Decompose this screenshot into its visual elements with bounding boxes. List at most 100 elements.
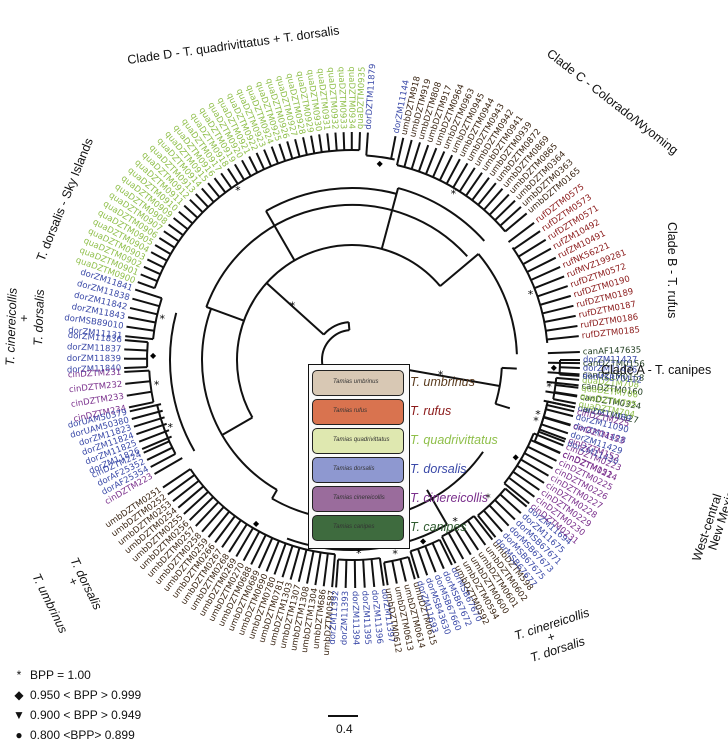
branch [272, 490, 277, 499]
tip-label: cinDZTM231 [68, 368, 122, 381]
branch [426, 148, 436, 174]
ud-label-1: T. umbrinus [29, 571, 70, 635]
branch [249, 156, 257, 172]
branch [299, 550, 307, 582]
branch [264, 150, 271, 167]
branch [418, 549, 427, 575]
branch [391, 136, 395, 159]
branch [272, 147, 278, 164]
species-swatch: Tamias dorsalis [312, 457, 404, 483]
branch [505, 213, 526, 231]
branch [544, 316, 575, 322]
clade-a-label: Clade A - T. canipes [601, 363, 711, 377]
branch [349, 322, 350, 330]
branch [468, 521, 486, 545]
swatch-caption: Tamias rufus [333, 408, 367, 414]
branch [517, 466, 544, 483]
branch [221, 173, 231, 188]
asterisk-icon: * [12, 668, 26, 682]
branch [344, 132, 345, 150]
branch [184, 206, 197, 218]
tip-label: dorZM11839 [67, 354, 121, 364]
branch [244, 532, 260, 561]
branch [397, 138, 403, 165]
branch [169, 225, 183, 236]
branch [196, 502, 219, 526]
swatch-caption: Tamias umbrinus [333, 379, 378, 385]
clade-d-label: Clade D - T. quadrivittatus + T. dorsali… [126, 23, 340, 67]
swatch-caption: Tamias canipes [333, 524, 374, 530]
branch [202, 507, 224, 532]
tip-label: dorZM11394 [350, 591, 361, 645]
branch [502, 368, 517, 369]
branch [163, 469, 190, 487]
branch [206, 307, 244, 321]
branch [546, 326, 578, 331]
species-name: T. umbrinus [410, 375, 475, 389]
branch [295, 139, 299, 156]
asterisk-icon: * [451, 188, 457, 201]
clade-c-label: Clade C - Colorado/Wyoming [544, 46, 681, 157]
branch [209, 512, 230, 538]
branch [132, 411, 163, 419]
branch [125, 336, 153, 339]
branch [159, 238, 174, 248]
branch [324, 553, 328, 586]
bpp-legend-row: *BPP = 1.00 [12, 668, 91, 682]
branch [366, 133, 368, 156]
branch [151, 252, 167, 261]
branch [524, 453, 552, 468]
branch [155, 458, 183, 474]
branch [215, 516, 235, 542]
branch [537, 286, 567, 296]
species-swatch: Tamias canipes [312, 515, 404, 541]
branch [242, 160, 251, 176]
branch [124, 367, 147, 368]
branch [279, 144, 285, 161]
branch [174, 218, 188, 229]
branch [556, 378, 579, 380]
cd-left-label-1: T. cinereicollis [3, 288, 20, 366]
branch [130, 404, 161, 411]
diamond-icon: ◆ [12, 688, 26, 702]
branch [303, 137, 307, 155]
branch [359, 132, 360, 150]
branch [547, 336, 579, 339]
species-name: T. dorsalis [410, 462, 467, 476]
branch [229, 524, 247, 552]
asterisk-icon: * [159, 313, 165, 326]
branch [474, 516, 492, 540]
diamond-icon: ◆ [253, 519, 260, 528]
cd-right-label-3: T. dorsalis [529, 634, 587, 665]
diamond-icon: ◆ [551, 363, 558, 372]
asterisk-icon: * [392, 547, 398, 560]
branch [384, 562, 388, 585]
asterisk-icon: * [154, 379, 160, 392]
species-swatch: Tamias quadrivittatus [312, 428, 404, 454]
branch [319, 134, 322, 152]
branch-arc [206, 205, 467, 307]
branch [534, 276, 564, 288]
asterisk-icon: * [546, 381, 552, 394]
branch [548, 352, 580, 353]
branch [173, 481, 199, 501]
diamond-icon: ◆ [150, 351, 157, 360]
branch [540, 296, 571, 305]
branch [135, 290, 162, 299]
branch [484, 510, 502, 531]
branch [500, 494, 521, 513]
branch [190, 200, 203, 213]
branch [484, 189, 502, 210]
branch [559, 375, 579, 376]
branch [141, 274, 158, 281]
branch [380, 558, 384, 586]
diamond-icon: ◆ [513, 452, 520, 461]
branch [164, 231, 179, 241]
species-swatch: Tamias umbrinus [312, 370, 404, 396]
branch [372, 559, 375, 587]
branch [425, 546, 435, 572]
asterisk-icon: * [235, 184, 241, 197]
branch [560, 367, 580, 368]
branch [257, 153, 265, 169]
branch [235, 164, 244, 179]
